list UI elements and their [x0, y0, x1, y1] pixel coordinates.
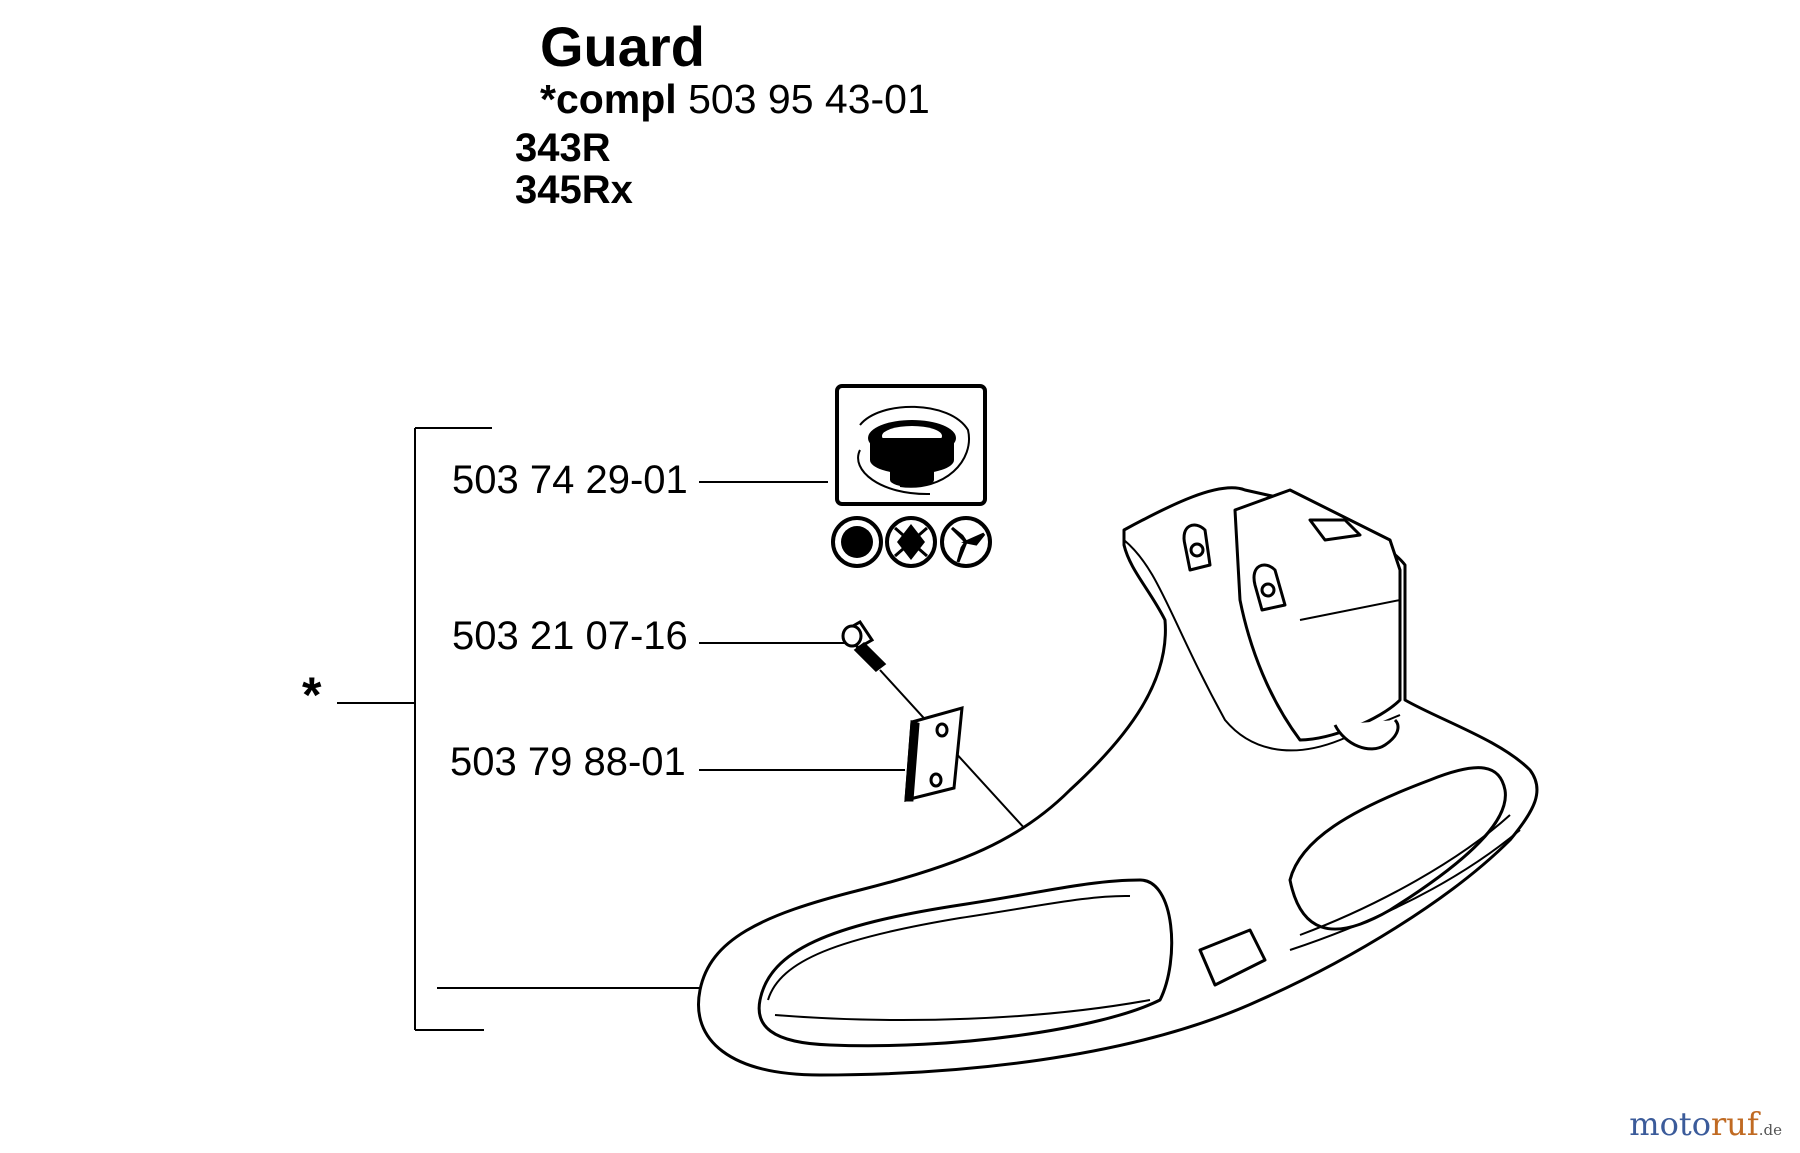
compl-number: 503 95 43-01	[688, 76, 930, 122]
watermark-text-b: ruf	[1711, 1105, 1759, 1143]
trimmer-head-icon	[831, 516, 883, 568]
part-number-trimmer-head: 503 74 29-01	[452, 458, 688, 502]
part-number-screw: 503 21 07-16	[452, 614, 688, 658]
saw-blade-icon	[940, 516, 992, 568]
plate-part	[904, 705, 964, 802]
model-345rx: 345Rx	[515, 168, 633, 212]
grass-blade-icon	[885, 516, 937, 568]
diagram-title: Guard	[540, 15, 705, 78]
watermark-logo: motoruf.de	[1629, 1105, 1782, 1143]
complete-kit-number: *compl 503 95 43-01	[540, 76, 930, 123]
part-number-plate: 503 79 88-01	[450, 740, 686, 784]
watermark-tld: .de	[1758, 1121, 1782, 1139]
model-343r: 343R	[515, 126, 611, 170]
trimmer-head-kit	[835, 384, 987, 506]
kit-bracket	[337, 427, 492, 1031]
watermark-text-a: moto	[1629, 1105, 1711, 1143]
kit-marker: *	[302, 667, 322, 723]
screw-part	[841, 620, 887, 672]
guard-part	[697, 486, 1539, 1077]
compl-prefix: *compl	[540, 76, 677, 122]
